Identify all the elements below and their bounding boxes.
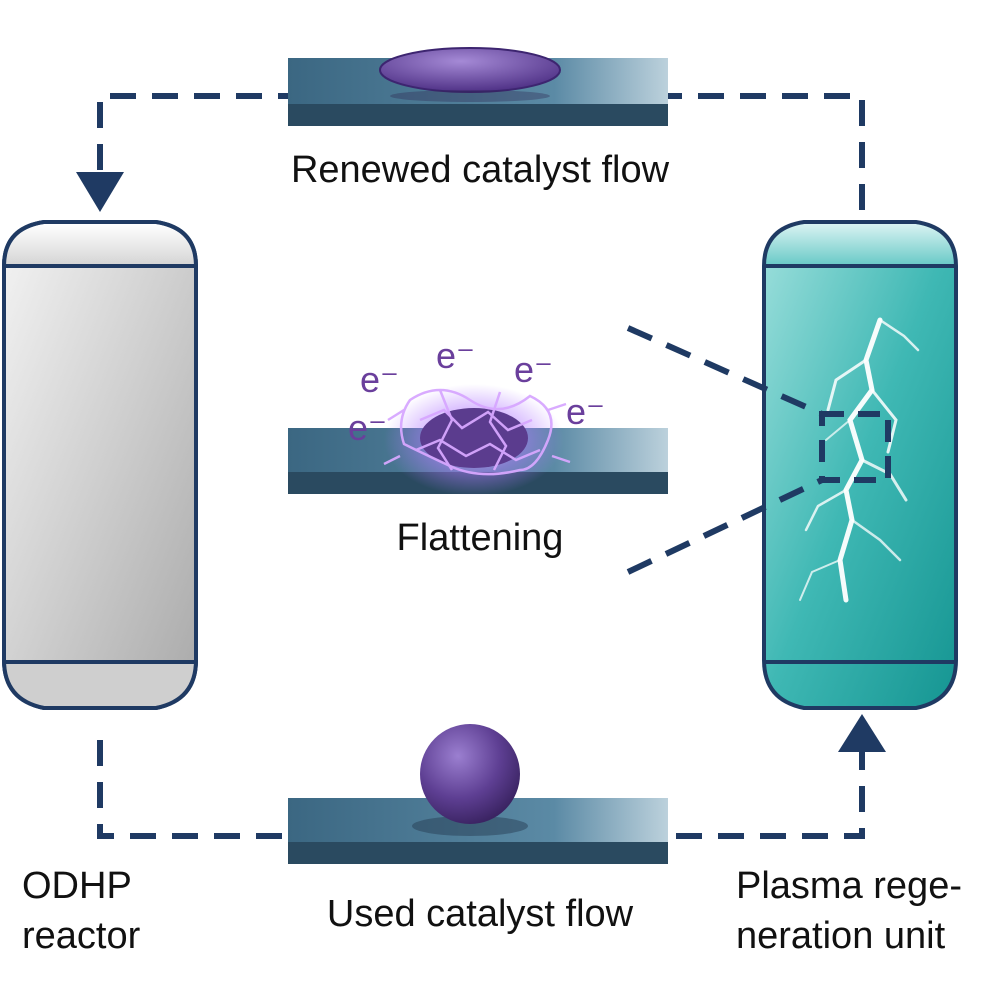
zoom-box <box>819 411 891 483</box>
plasma-label-line2: neration unit <box>736 915 946 957</box>
flattening-label: Flattening <box>396 517 564 559</box>
electron-label: e⁻ <box>514 349 553 390</box>
electron-label: e⁻ <box>436 335 475 376</box>
renewed-catalyst-label: Renewed catalyst flow <box>290 149 670 191</box>
arrow-up-icon <box>838 714 886 752</box>
flattening-plate: e⁻ e⁻ e⁻ e⁻ e⁻ <box>288 335 668 496</box>
arrow-down-icon <box>76 172 124 212</box>
electron-label: e⁻ <box>566 391 605 432</box>
odhp-reactor-vessel <box>2 220 198 710</box>
flattened-catalyst <box>379 47 561 93</box>
renewed-catalyst-plate <box>288 47 668 126</box>
electron-label: e⁻ <box>360 359 399 400</box>
reactor-label-line2: reactor <box>22 915 141 957</box>
used-catalyst-label: Used catalyst flow <box>326 893 634 935</box>
plasma-label-line1: Plasma rege- <box>736 865 962 907</box>
top-flow-line <box>97 93 865 228</box>
plasma-regeneration-vessel <box>762 220 958 710</box>
electron-label: e⁻ <box>348 407 387 448</box>
used-catalyst-plate <box>288 724 668 864</box>
spark-icon <box>383 388 571 476</box>
zoom-guide-lines <box>626 325 824 575</box>
lightning-icon <box>799 317 920 603</box>
catalyst-sphere <box>420 724 520 824</box>
reactor-label-line1: ODHP <box>22 865 132 907</box>
